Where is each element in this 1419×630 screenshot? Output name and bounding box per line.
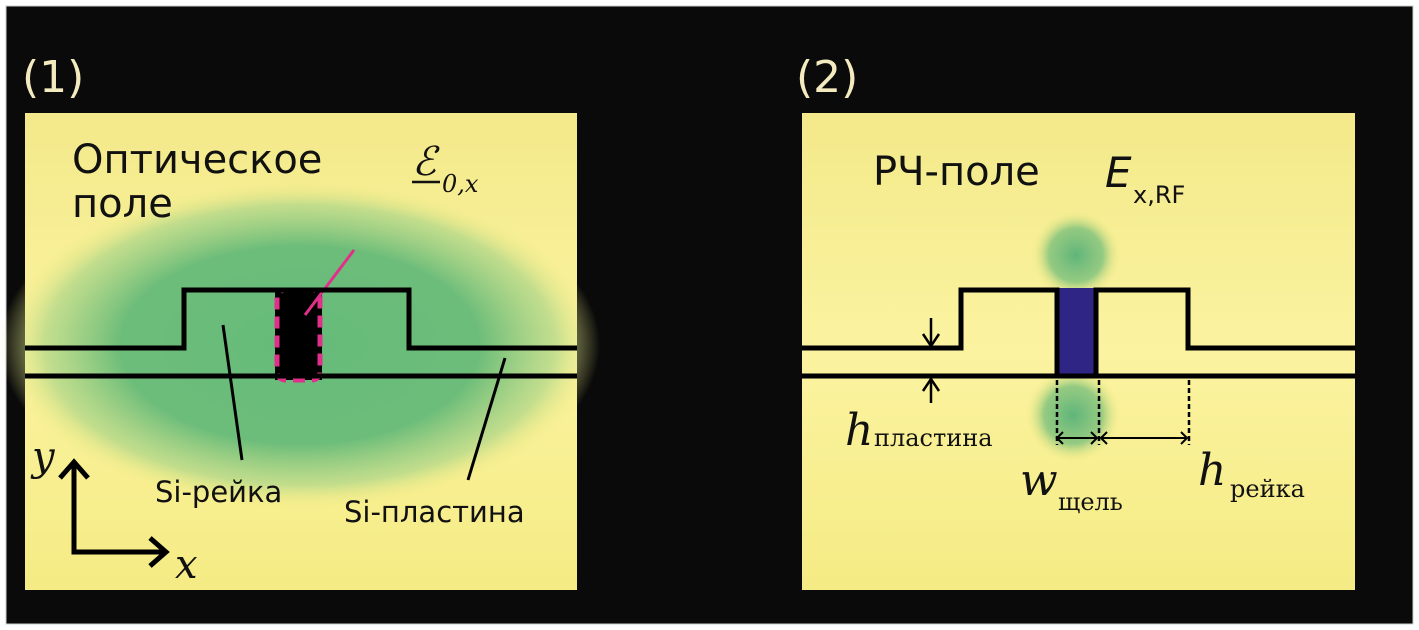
y-axis-label: y (30, 434, 56, 480)
axes-icon: y x (30, 434, 198, 588)
gap-width-symbol: w (1020, 455, 1058, 506)
rib-height-subscript: рейка (1230, 475, 1305, 503)
panel-title: РЧ-поле (873, 149, 1040, 195)
field-symbol-subscript: 0,x (442, 170, 479, 198)
panel-label: (2) (796, 52, 858, 103)
rib-outline (25, 287, 577, 351)
slab-pointer (466, 357, 507, 481)
left-rib-outline (802, 287, 1060, 376)
slab-height-symbol: h (845, 405, 873, 456)
panel-optical-field: (1) Оптическое поле ℰ 0,x Si-рейка Si-пл… (0, 52, 600, 590)
rib-height-symbol: h (1198, 445, 1226, 496)
rf-field-top-lobe (1031, 210, 1121, 300)
panel-title-line2: поле (72, 181, 173, 227)
gap-width-dimension (1055, 380, 1191, 445)
panel-rf-field: (2) РЧ-поле E x,RF h пластина (796, 52, 1355, 590)
field-symbol: E (1105, 148, 1132, 197)
rf-field-bottom-lobe (1025, 367, 1121, 463)
gap-pointer (303, 249, 356, 316)
rib-pointer (221, 324, 244, 461)
slab-height-subscript: пластина (874, 424, 993, 452)
gap-width-subscript: щель (1058, 488, 1123, 516)
field-symbol-subscript: x,RF (1133, 181, 1185, 209)
right-rib-outline (1093, 287, 1355, 376)
gap-region (1055, 288, 1096, 378)
rib-label: Si-рейка (155, 475, 282, 509)
gap-highlight (274, 287, 323, 383)
panel-title: Оптическое (72, 137, 322, 183)
slab-label: Si-пластина (344, 495, 525, 529)
panel-label: (1) (22, 52, 84, 103)
slab-thickness-dimension (921, 318, 941, 403)
x-axis-label: x (175, 542, 198, 588)
field-symbol: ℰ (412, 139, 440, 185)
